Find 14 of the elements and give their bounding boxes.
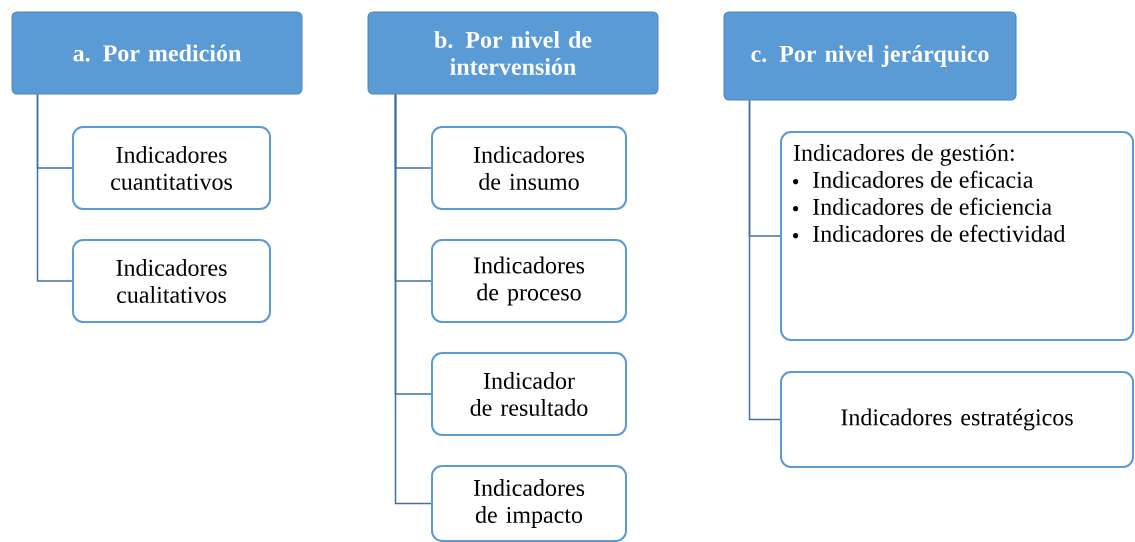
indicator-box: Indicador de resultado [431, 352, 627, 436]
connector-line [394, 93, 432, 505]
connector-line [36, 93, 73, 282]
indicator-box: Indicadores de gestión: Indicadores de eficacia Indicadores de eficiencia Indicadores de efectividad [780, 131, 1134, 341]
category-header: b. Por nivel de intervensión [367, 11, 659, 95]
category-header: a. Por medición [11, 11, 303, 95]
indicator-box: Indicadores cualitativos [72, 239, 271, 323]
indicator-box: Indicadores estratégicos [780, 371, 1134, 468]
indicator-box: Indicadores de insumo [431, 126, 627, 210]
indicator-box: Indicadores de proceso [431, 239, 627, 323]
indicator-box: Indicadores cuantitativos [72, 126, 271, 210]
indicator-box: Indicadores de impacto [431, 465, 627, 542]
connector-line [748, 99, 781, 421]
category-header: c. Por nivel jerárquico [723, 11, 1017, 101]
